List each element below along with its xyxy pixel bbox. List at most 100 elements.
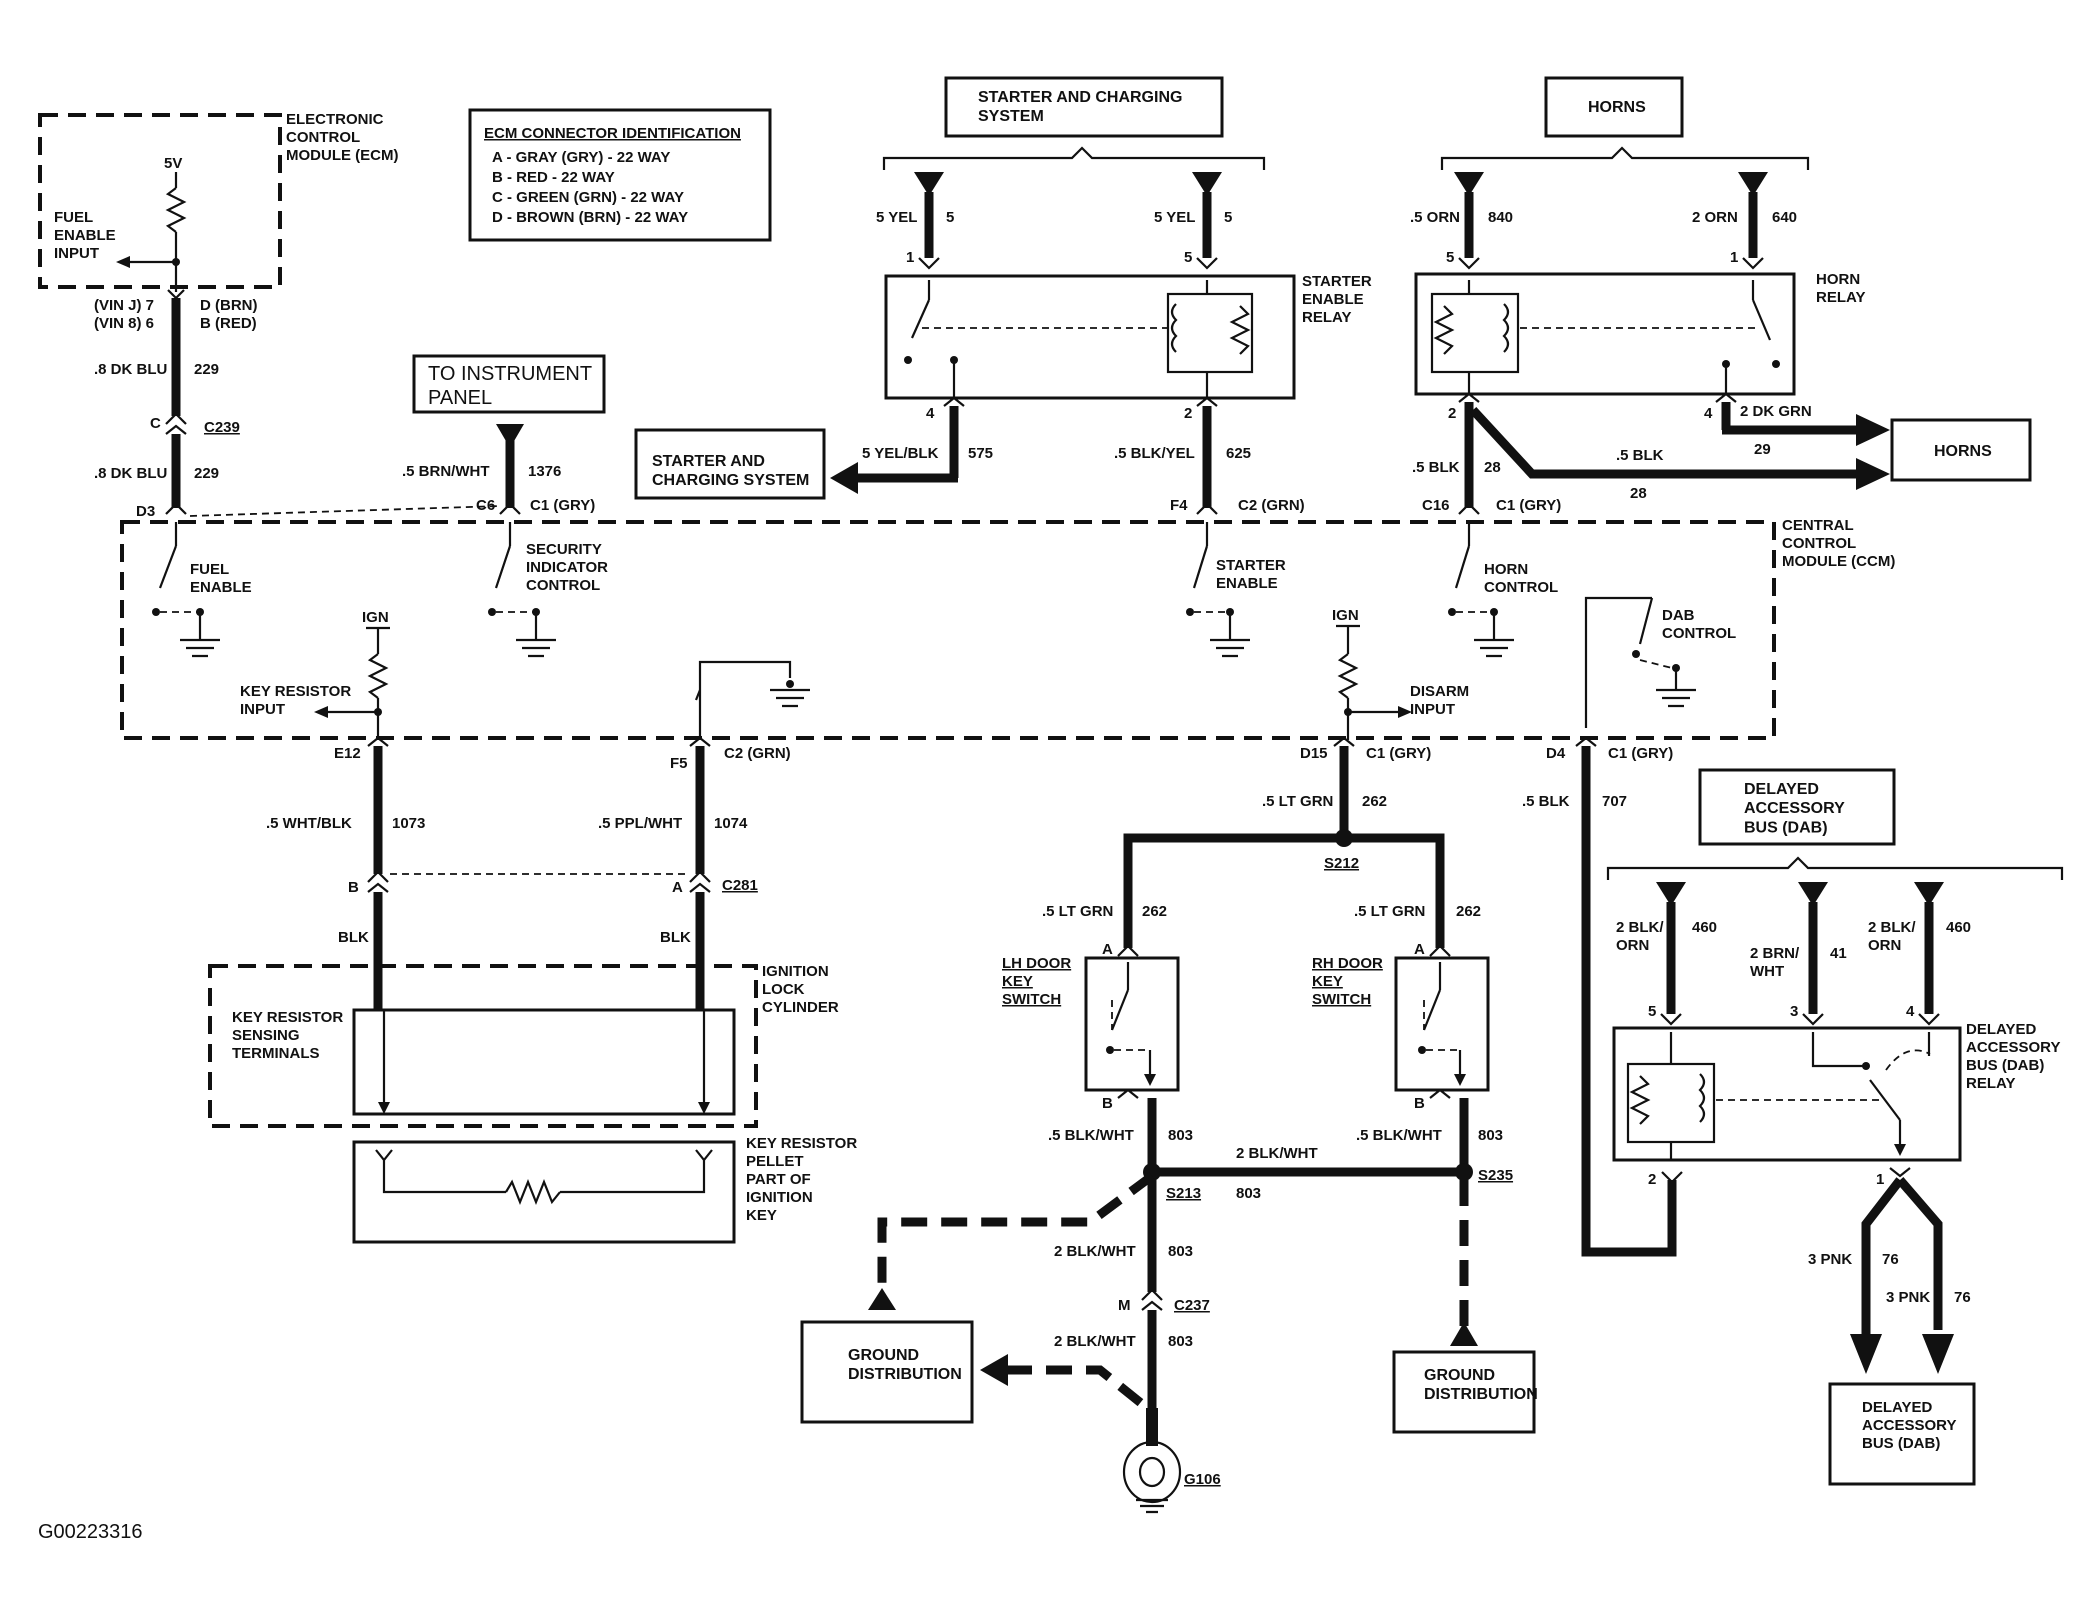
wire-circuit: 460 [1692, 919, 1717, 936]
door-key-switches: D15 C1 (GRY) .5 LT GRN 262 S212 .5 LT GR… [800, 736, 1538, 1514]
wire-circuit: 803 [1168, 1243, 1193, 1260]
wire-color: .5 LT GRN [1354, 903, 1425, 920]
pin-label: 4 [926, 405, 935, 422]
pin-label: D3 [136, 503, 155, 520]
ground-label: G106 [1184, 1471, 1221, 1488]
wire-229: .8 DK BLU 229 C C239 .8 DK BLU 229 D3 [94, 289, 240, 520]
connector-label: C281 [722, 877, 758, 894]
pin-label: C2 (GRN) [1238, 497, 1305, 514]
wire-circuit: 229 [194, 465, 219, 482]
wire-circuit: 28 [1484, 459, 1501, 476]
pin-label: D15 [1300, 745, 1328, 762]
wire-color: .5 WHT/BLK [266, 815, 352, 832]
wire-circuit: 262 [1362, 793, 1387, 810]
wire-color: .5 LT GRN [1042, 903, 1113, 920]
wire-circuit: 28 [1630, 485, 1647, 502]
connector-label: C239 [204, 419, 240, 436]
wire-circuit: 1376 [528, 463, 561, 480]
pin-label: C1 (GRY) [1366, 745, 1431, 762]
pin-label: C [150, 415, 161, 432]
wire-color: .5 BRN/WHT [402, 463, 490, 480]
pin-label: B [348, 879, 359, 896]
wire-circuit: 840 [1488, 209, 1513, 226]
table-row: D - BROWN (BRN) - 22 WAY [492, 209, 688, 226]
connector-label: S235 [1478, 1167, 1513, 1184]
ecm-connector-table: ECM CONNECTOR IDENTIFICATION A - GRAY (G… [468, 108, 772, 242]
horns-right-label: HORNS [1934, 443, 1992, 460]
pin-label: A [1414, 941, 1425, 958]
wire-circuit: 5 [1224, 209, 1232, 226]
wire-color: .5 BLK/WHT [1356, 1127, 1442, 1144]
wire-color: 2 BLK/ORN [1616, 919, 1664, 954]
wire-color: .5 BLK/YEL [1114, 445, 1195, 462]
table-row: B - RED - 22 WAY [492, 169, 615, 186]
ecm-pin1b: D (BRN) [200, 297, 258, 314]
ecm-pin2: (VIN 8) 6 [94, 315, 154, 332]
wire-circuit: 229 [194, 361, 219, 378]
wire-color: 2 BLK/WHT [1054, 1333, 1136, 1350]
connector-label: S213 [1166, 1185, 1201, 1202]
pin-label: F5 [670, 755, 688, 772]
wire-color: 2 BLK/ORN [1868, 919, 1916, 954]
wire-color: BLK [660, 929, 691, 946]
wire-circuit: 29 [1754, 441, 1771, 458]
wire-circuit: 625 [1226, 445, 1251, 462]
wire-circuit: 1074 [714, 815, 748, 832]
wire-circuit: 1073 [392, 815, 425, 832]
pin-label: B [1102, 1095, 1113, 1112]
table-title: ECM CONNECTOR IDENTIFICATION [484, 125, 741, 142]
pin-label: F4 [1170, 497, 1188, 514]
pin-label: 2 [1448, 405, 1456, 422]
ccm-ign-2: IGN [1332, 607, 1359, 624]
pin-label: 3 [1790, 1003, 1798, 1020]
wire-color: .5 BLK [1412, 459, 1460, 476]
connector-label: S212 [1324, 855, 1359, 872]
wire-circuit: 262 [1142, 903, 1167, 920]
pin-label: E12 [334, 745, 361, 762]
pin-label: 2 [1184, 405, 1192, 422]
wire-color: 2 BRN/WHT [1750, 945, 1800, 980]
wire-circuit: 76 [1882, 1251, 1899, 1268]
wire-color: 3 PNK [1808, 1251, 1852, 1268]
wire-color: .5 ORN [1410, 209, 1460, 226]
wire-color: 5 YEL/BLK [862, 445, 939, 462]
ecm-supply-label: 5V [164, 155, 182, 172]
wire-circuit: 803 [1236, 1185, 1261, 1202]
wire-color: 2 DK GRN [1740, 403, 1812, 420]
pin-label: C1 (GRY) [1608, 745, 1673, 762]
wire-color: .5 LT GRN [1262, 793, 1333, 810]
pin-label: C2 (GRN) [724, 745, 791, 762]
wire-color: .5 BLK/WHT [1048, 1127, 1134, 1144]
pin-label: B [1414, 1095, 1425, 1112]
pin-label: 2 [1648, 1171, 1656, 1188]
wire-circuit: 803 [1168, 1333, 1193, 1350]
connector-label: C237 [1174, 1297, 1210, 1314]
pin-label: C16 [1422, 497, 1450, 514]
wire-circuit: 640 [1772, 209, 1797, 226]
